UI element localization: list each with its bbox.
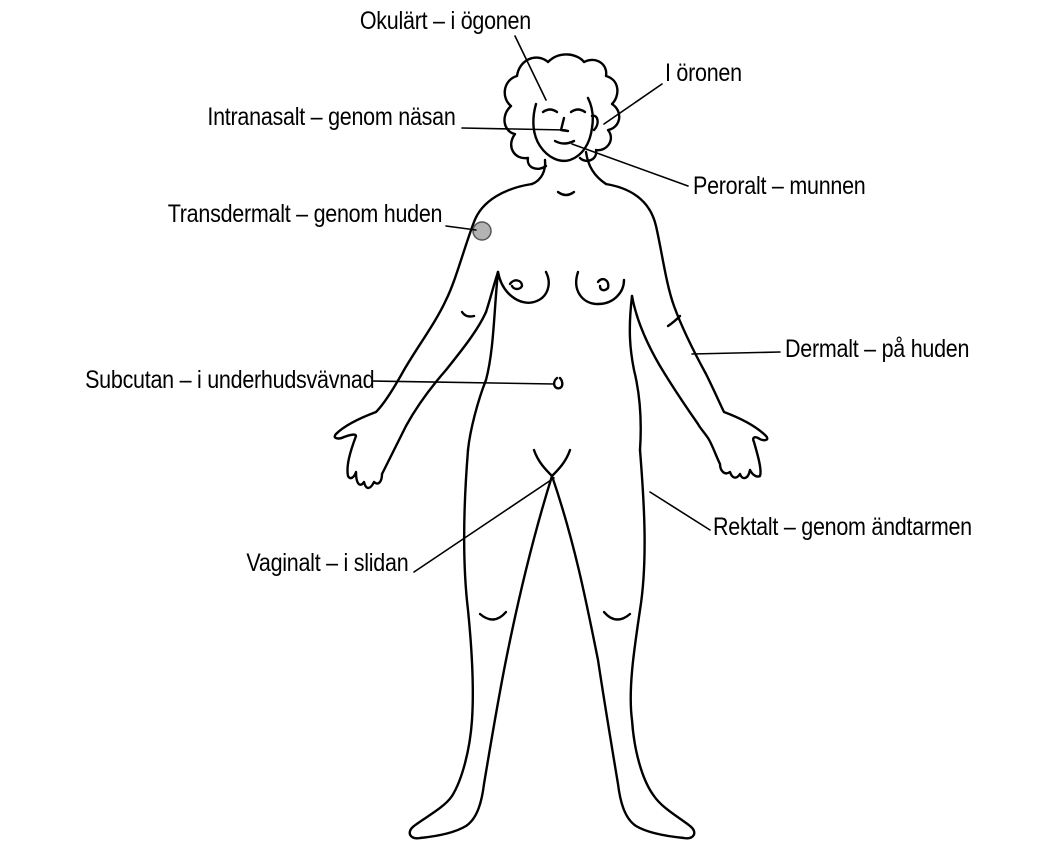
left-arm (335, 184, 532, 488)
leader-vaginalt (414, 478, 554, 572)
label-rektalt: Rektalt – genom ändtarmen (713, 512, 972, 542)
left-breast (498, 272, 549, 303)
navel (554, 378, 562, 388)
label-intranasalt: Intranasalt – genom näsan (208, 102, 456, 132)
hair (504, 54, 619, 168)
label-oronen: I öronen (665, 58, 742, 88)
label-okulart: Okulärt – i ögonen (360, 6, 531, 36)
leader-subcutan (372, 381, 554, 384)
right-eye (571, 110, 585, 113)
left-eye (543, 110, 557, 113)
torso-left (468, 272, 498, 450)
label-dermalt: Dermalt – på huden (785, 334, 969, 364)
left-leg (410, 450, 552, 838)
label-transdermalt: Transdermalt – genom huden (167, 199, 442, 229)
leader-dermalt (692, 352, 780, 354)
leader-rektalt (650, 492, 710, 530)
mouth (555, 141, 574, 144)
right-leg (552, 450, 694, 838)
label-peroralt: Peroralt – munnen (693, 171, 865, 201)
transdermal-patch (473, 222, 491, 240)
label-subcutan: Subcutan – i underhudsvävnad (85, 365, 374, 395)
nose (561, 118, 568, 131)
neck (532, 160, 545, 184)
leader-intranasalt (462, 128, 566, 130)
label-vaginalt: Vaginalt – i slidan (246, 548, 408, 578)
